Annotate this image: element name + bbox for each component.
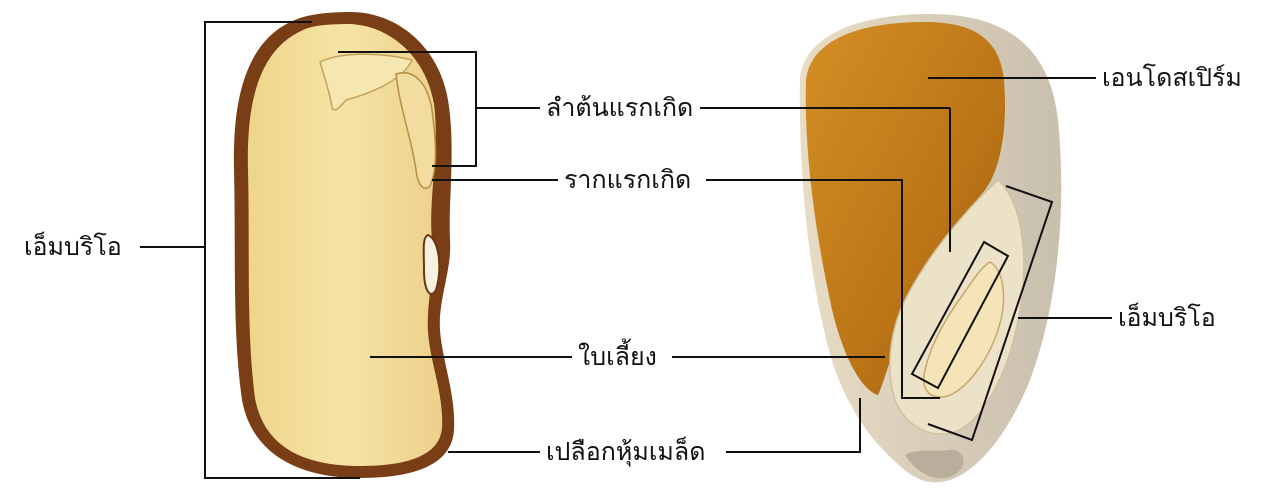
corn-kernel bbox=[800, 14, 1061, 482]
label-cotyledon: ใบเลี้ยง bbox=[578, 342, 657, 372]
label-embryo-right: เอ็มบริโอ bbox=[1118, 303, 1216, 333]
label-endosperm: เอนโดสเปิร์ม bbox=[1102, 63, 1242, 93]
label-hypocotyl: ลำต้นแรกเกิด bbox=[546, 93, 693, 123]
label-radicle: รากแรกเกิด bbox=[564, 165, 691, 195]
label-embryo-left: เอ็มบริโอ bbox=[24, 232, 122, 262]
label-seed-coat: เปลือกหุ้มเมล็ด bbox=[546, 437, 705, 467]
bean-seed bbox=[234, 12, 454, 478]
leader-seed-coat-corn bbox=[726, 398, 860, 452]
